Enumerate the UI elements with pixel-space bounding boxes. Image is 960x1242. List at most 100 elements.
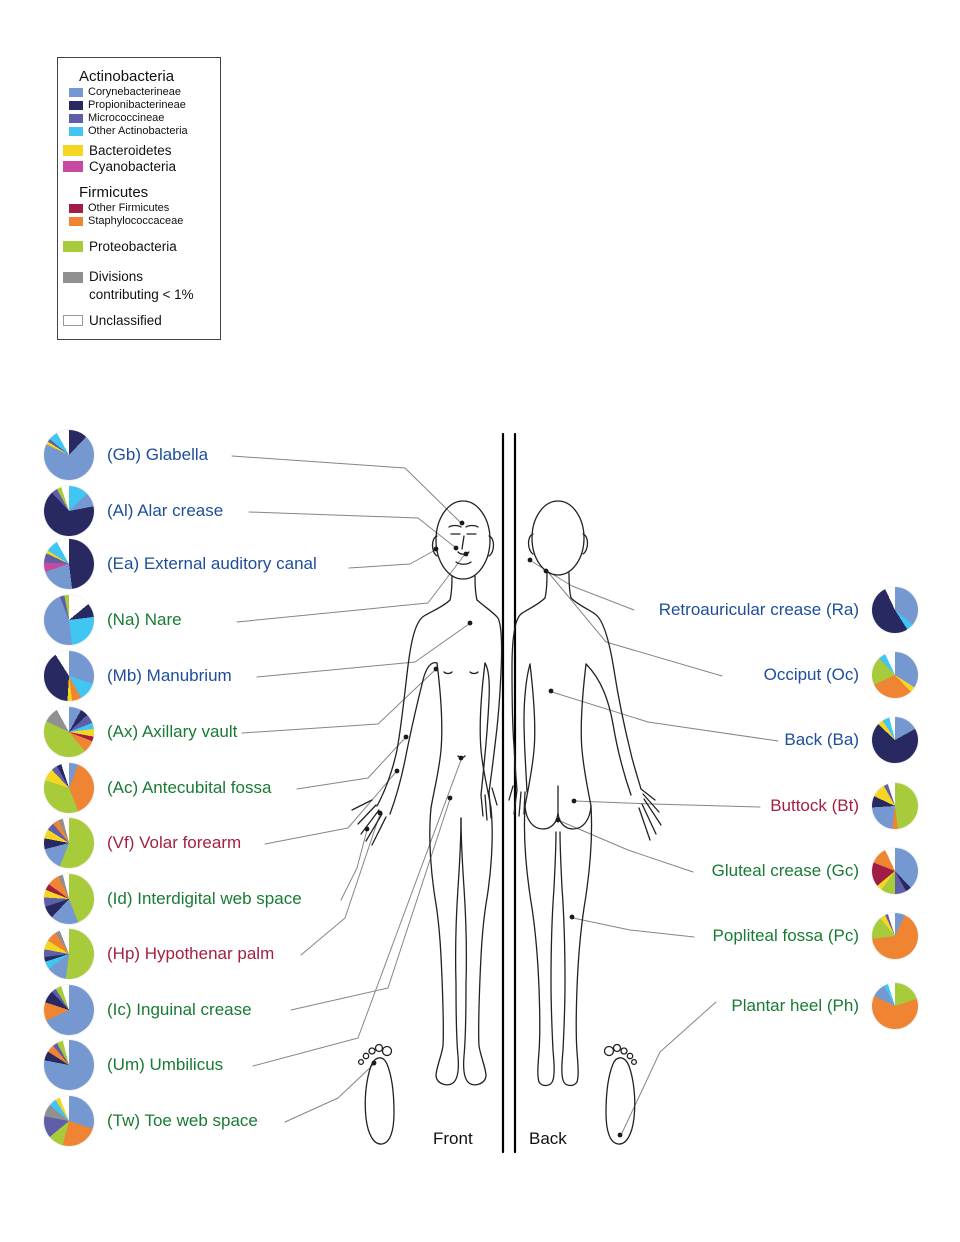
back-left-arm [511,597,546,791]
site-label-glabella: (Gb) Glabella [107,445,209,464]
back-footprint [603,1043,638,1145]
back-left-ear-icon [527,533,534,555]
pie-chart-external-auditory-canal [44,539,94,589]
legend-label: Micrococcineae [88,112,165,124]
color-swatch [69,203,83,213]
front-right-arm-inner [480,662,490,796]
color-swatch [63,241,83,252]
site-marker-bt [571,798,577,804]
legend-item-unclassified: Unclassified [62,313,216,328]
pie-chart-occiput [872,652,918,698]
site-label-plantar-heel: Plantar heel (Ph) [731,996,859,1015]
color-swatch [69,113,83,123]
site-umbilicus: (Um) Umbilicus [44,1040,223,1090]
connector-mb [256,623,470,678]
front-chest-marks [443,671,479,759]
taxa-legend: Actinobacteria Corynebacterineae Propion… [57,57,221,341]
back-right-arm-inner [585,663,632,796]
legend-label: Other Actinobacteria [88,125,188,137]
site-marker-hp [377,810,383,816]
pie-chart-nare [44,595,94,645]
site-inguinal-crease: (Ic) Inguinal crease [44,985,252,1035]
site-label-toe-web-space: (Tw) Toe web space [107,1111,258,1130]
site-hypothenar-palm: (Hp) Hypothenar palm [44,929,274,979]
pie-chart-popliteal-fossa [872,913,918,959]
front-nose [457,535,470,555]
color-swatch [63,315,83,327]
pie-chart-back [872,717,918,763]
back-buttocks [524,785,592,830]
color-swatch [69,87,83,97]
connector-gb [231,455,462,524]
legend-item-divisions-lt1pct: Divisions contributing < 1% [62,268,216,303]
legend-label: Staphylococcaceae [88,215,184,227]
site-marker-al [453,545,459,551]
legend-item-bacteroidetes: Bacteroidetes [62,143,216,158]
legend-label: Unclassified [89,313,162,329]
connector-oc [547,571,723,677]
pie-chart-axillary-vault [44,707,94,757]
pie-chart-toe-web-space [44,1096,94,1146]
front-right-leg [460,807,493,1086]
back-right-hand [638,788,662,841]
site-volar-forearm: (Vf) Volar forearm [44,818,241,868]
front-left-hand [351,799,387,846]
site-occiput: Occiput (Oc) [764,652,918,698]
site-external-auditory-canal: (Ea) External auditory canal [44,539,317,589]
legend-label: Firmicutes [79,184,149,201]
connector-al [248,511,457,549]
back-left-hand [508,785,526,817]
front-view-label: Front [433,1129,473,1148]
site-alar-crease: (Al) Alar crease [44,486,223,536]
legend-item-corynebacterineae: Corynebacterineae [62,86,216,98]
legend-item-staphylococcaceae: Staphylococcaceae [62,215,216,227]
site-glabella: (Gb) Glabella [44,430,208,480]
site-label-volar-forearm: (Vf) Volar forearm [107,833,242,852]
front-mouth [455,561,472,565]
connector-ba [551,691,779,742]
site-marker-um [458,755,464,761]
legend-label: Bacteroidetes [89,143,172,158]
front-neck [449,575,478,601]
front-right-ear-icon [488,535,495,557]
legend-label: Proteobacteria [89,239,177,254]
legend-item-cyanobacteria: Cyanobacteria [62,159,216,174]
connector-vf [264,771,397,845]
pie-chart-hypothenar-palm [44,929,94,979]
legend-label: Corynebacterineae [88,86,181,98]
site-label-antecubital-fossa: (Ac) Antecubital fossa [107,778,272,797]
site-marker-tw [371,1060,377,1066]
pie-chart-gluteal-crease [872,848,918,894]
site-back: Back (Ba) [784,717,918,763]
site-label-alar-crease: (Al) Alar crease [107,501,224,520]
connector-ph [621,1001,717,1134]
connector-um [252,759,462,1067]
legend-header-actinobacteria: Actinobacteria [62,68,216,85]
site-marker-ax [433,666,439,672]
site-label-external-auditory-canal: (Ea) External auditory canal [107,554,317,573]
site-plantar-heel: Plantar heel (Ph) [731,983,918,1029]
color-swatch [63,145,83,156]
color-swatch [63,272,83,283]
front-head [435,500,491,580]
back-right-ear-icon [582,533,589,555]
color-swatch [63,161,83,172]
front-torso-left [430,662,443,809]
connector-gc [559,820,694,873]
front-right-arm [476,599,503,793]
site-label-interdigital-web-space: (Id) Interdigital web space [107,889,302,908]
site-label-gluteal-crease: Gluteal crease (Gc) [711,861,859,880]
front-left-arm-inner [389,662,438,815]
legend-item-proteobacteria: Proteobacteria [62,239,216,254]
legend-item-propionibacterineae: Propionibacterineae [62,99,216,111]
site-gluteal-crease: Gluteal crease (Gc) [712,848,918,894]
legend-header-firmicutes: Firmicutes [62,184,216,201]
pie-chart-volar-forearm [44,818,94,868]
pie-chart-plantar-heel [872,983,918,1029]
connector-id [340,829,368,901]
back-left-leg [523,805,557,1087]
site-label-occiput: Occiput (Oc) [763,665,859,684]
site-label-umbilicus: (Um) Umbilicus [107,1055,224,1074]
